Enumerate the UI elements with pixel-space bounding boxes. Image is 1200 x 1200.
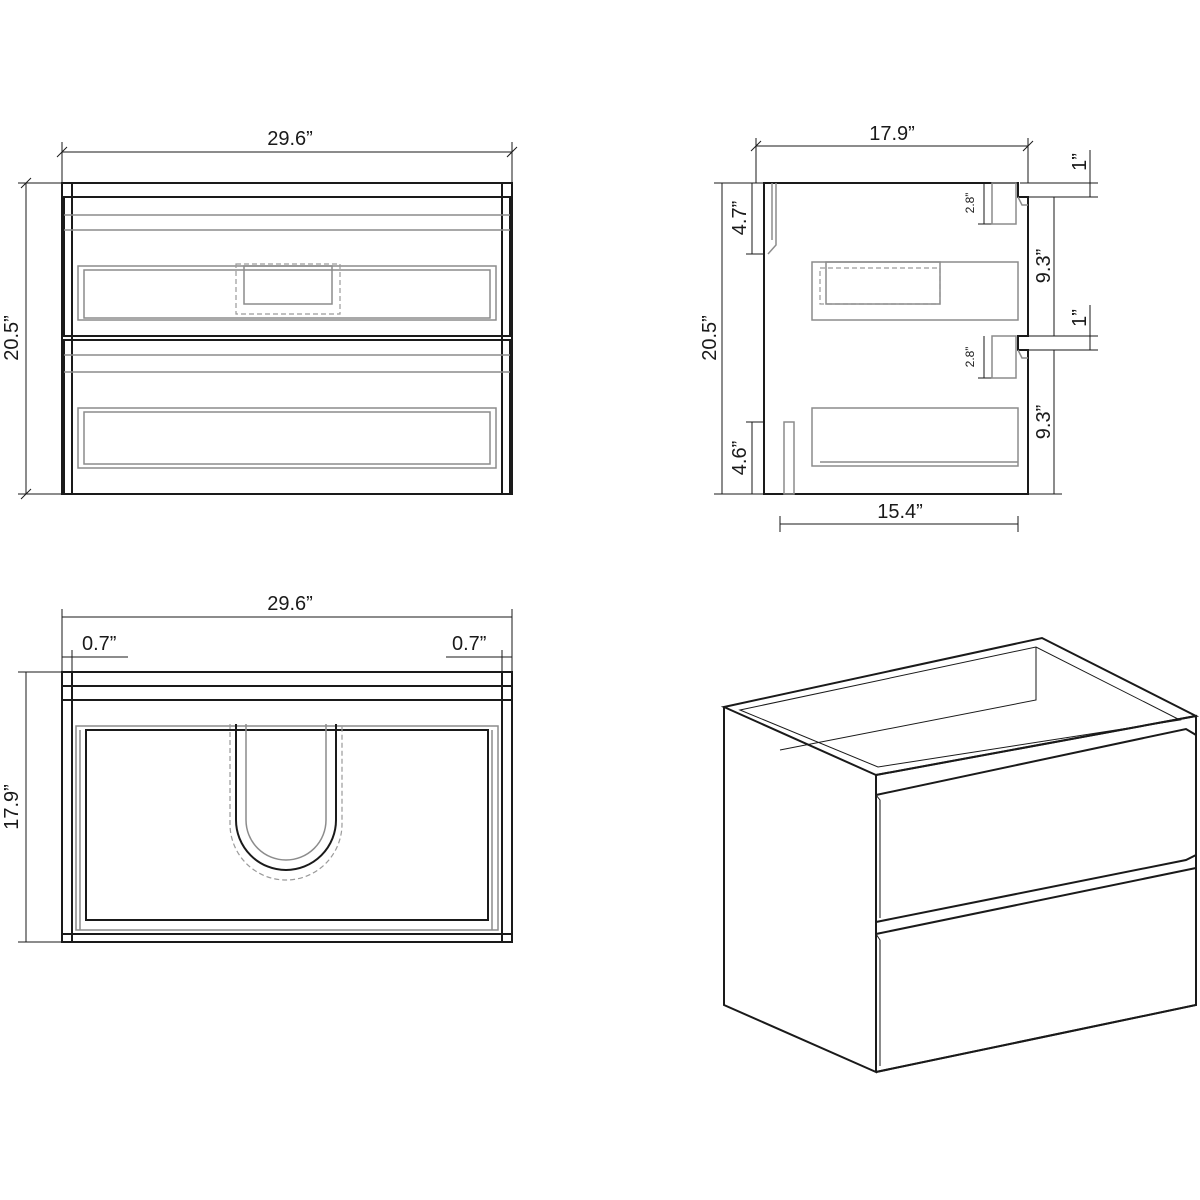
- side-upper-drawer-label: 9.3”: [1033, 249, 1055, 283]
- side-pull-bottom-dimension: 2.8”: [963, 335, 1017, 379]
- front-height-dimension: 20.5”: [1, 177, 62, 500]
- side-pull-top-label: 2.8”: [963, 193, 977, 214]
- top-view: 29.6” 0.7” 0.7” 17.9”: [1, 593, 513, 943]
- side-lower-drawer-label: 9.3”: [1033, 405, 1055, 439]
- top-left-wall-dimension: 0.7”: [62, 633, 128, 672]
- top-cabinet-outline: [61, 671, 513, 943]
- side-depth-label: 17.9”: [869, 123, 915, 145]
- top-right-wall-label: 0.7”: [452, 633, 486, 655]
- side-pull-top-dimension: 2.8”: [963, 182, 1017, 225]
- side-bottom-gap-dimension: 4.6”: [729, 421, 764, 494]
- side-depth-dimension: 17.9”: [750, 123, 1034, 183]
- side-top-gap-label: 4.7”: [729, 201, 751, 235]
- front-width-dimension: 29.6”: [56, 128, 518, 183]
- side-right-dimensions: 1” 9.3” 1” 9.3”: [1020, 150, 1098, 495]
- top-width-dimension: 29.6”: [61, 593, 513, 672]
- side-inner-depth-label: 15.4”: [877, 501, 923, 523]
- front-lower-drawer: [63, 339, 511, 495]
- side-cabinet-outline: [763, 182, 1029, 495]
- front-upper-drawer: [63, 196, 511, 337]
- side-top-gap-dimension: 4.7”: [729, 183, 764, 255]
- top-width-label: 29.6”: [267, 593, 313, 615]
- side-middle-offset-label: 1”: [1069, 309, 1091, 327]
- top-depth-dimension: 17.9”: [1, 671, 62, 943]
- side-bottom-gap-label: 4.6”: [729, 441, 751, 475]
- side-height-dimension: 20.5”: [699, 182, 764, 495]
- front-width-label: 29.6”: [267, 128, 313, 150]
- plumbing-cutout: [235, 724, 337, 871]
- top-depth-label: 17.9”: [1, 784, 23, 830]
- side-height-label: 20.5”: [699, 315, 721, 361]
- side-inner-depth-dimension: 15.4”: [779, 501, 1019, 532]
- side-top-offset-label: 1”: [1069, 153, 1091, 171]
- side-view: 17.9” 20.5” 4.7” 4.6”: [699, 123, 1098, 532]
- front-view: 29.6” 20.5”: [1, 128, 518, 500]
- front-height-label: 20.5”: [1, 315, 23, 361]
- side-pull-bottom-label: 2.8”: [963, 347, 977, 368]
- isometric-view: [720, 636, 1200, 1074]
- top-left-wall-label: 0.7”: [82, 633, 116, 655]
- top-right-wall-dimension: 0.7”: [446, 633, 512, 672]
